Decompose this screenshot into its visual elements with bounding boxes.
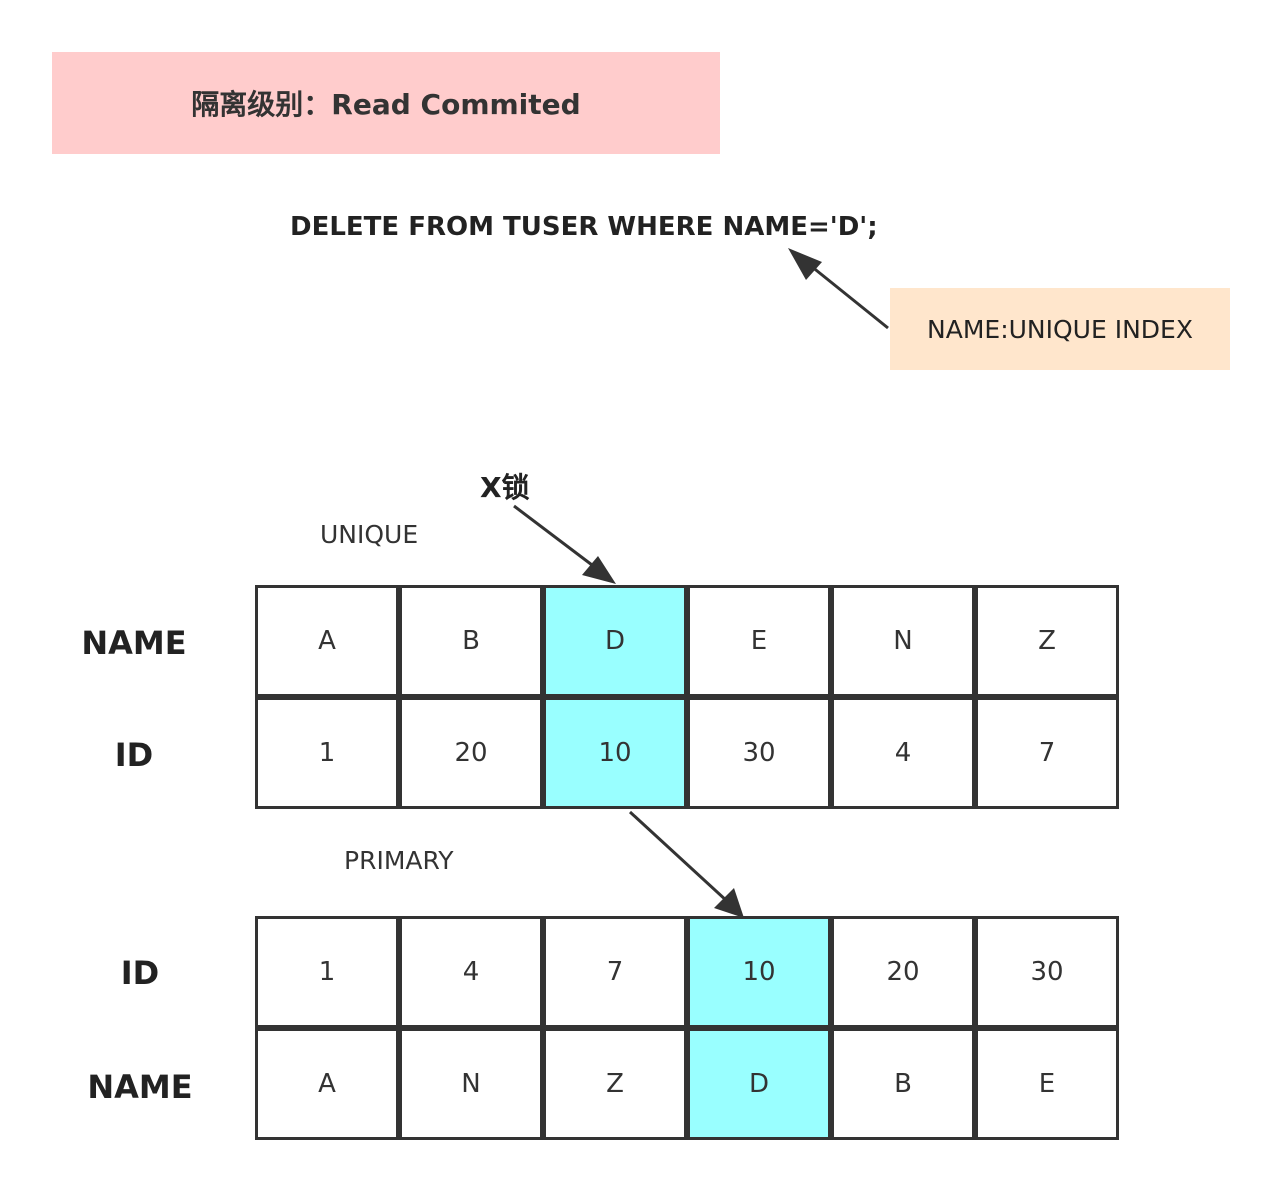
unique-name-cell: N (831, 585, 975, 697)
primary-name-cell: D (687, 1028, 831, 1140)
x-lock-arrowhead (582, 556, 616, 584)
x-lock-arrow (513, 504, 597, 570)
unique-to-primary-arrow (628, 810, 730, 904)
primary-row-label-id: ID (120, 954, 160, 992)
primary-id-cell: 10 (687, 916, 831, 1028)
unique-name-cell: D (543, 585, 687, 697)
unique-id-cell: 20 (399, 697, 543, 809)
unique-name-cell: Z (975, 585, 1119, 697)
primary-name-cell: B (831, 1028, 975, 1140)
sql-statement: DELETE FROM TUSER WHERE NAME='D'; (290, 212, 878, 242)
primary-id-cell: 1 (255, 916, 399, 1028)
primary-name-cell: A (255, 1028, 399, 1140)
unique-name-cell: E (687, 585, 831, 697)
primary-name-cell: Z (543, 1028, 687, 1140)
unique-row-label-name: NAME (81, 624, 187, 662)
isolation-level-title: 隔离级别：Read Commited (52, 52, 720, 154)
unique-row-label-id: ID (114, 736, 154, 774)
primary-row-label-name: NAME (87, 1068, 193, 1106)
primary-id-cell: 20 (831, 916, 975, 1028)
unique-id-cell: 1 (255, 697, 399, 809)
primary-name-cell: N (399, 1028, 543, 1140)
x-lock-label: X锁 (480, 471, 530, 504)
unique-id-cell: 4 (831, 697, 975, 809)
primary-id-cell: 7 (543, 916, 687, 1028)
note-to-sql-arrow (805, 260, 889, 330)
unique-name-cell: A (255, 585, 399, 697)
primary-id-cell: 4 (399, 916, 543, 1028)
unique-name-cell: B (399, 585, 543, 697)
unique-to-primary-arrowhead (714, 888, 744, 918)
unique-index-label: UNIQUE (320, 520, 419, 549)
primary-id-cell: 30 (975, 916, 1119, 1028)
primary-name-cell: E (975, 1028, 1119, 1140)
unique-id-cell: 10 (543, 697, 687, 809)
unique-id-cell: 7 (975, 697, 1119, 809)
note-to-sql-arrowhead (788, 248, 822, 280)
unique-id-cell: 30 (687, 697, 831, 809)
index-note: NAME:UNIQUE INDEX (890, 288, 1230, 370)
primary-index-label: PRIMARY (344, 846, 454, 875)
